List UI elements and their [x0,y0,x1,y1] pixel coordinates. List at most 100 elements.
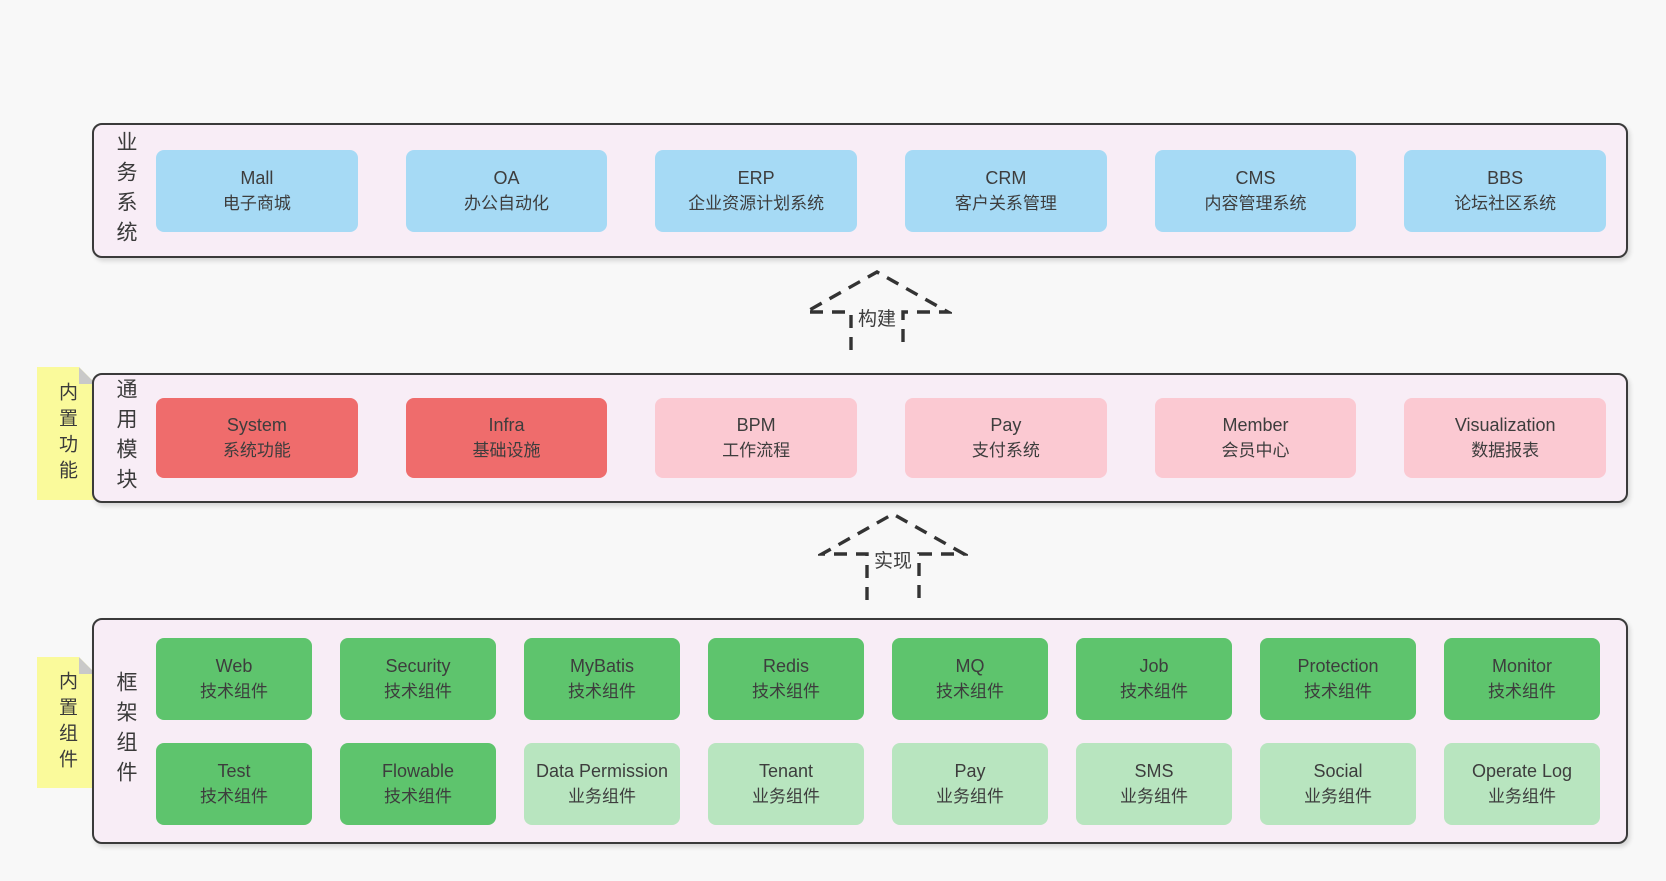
component-name: Mall [240,167,274,188]
component-box: MQ 技术组件 [892,637,1048,720]
component-box: Protection 技术组件 [1260,637,1416,720]
component-name: Data Permission [535,760,669,781]
component-desc: 业务组件 [936,786,1004,806]
component-box: OA 办公自动化 [405,149,608,232]
framework-components-row-2: Test 技术组件 Flowable 技术组件 Data Permission … [156,742,1600,825]
component-box: Job 技术组件 [1076,637,1232,720]
component-name: Member [1222,415,1289,435]
component-desc: 办公自动化 [464,193,549,213]
component-name: OA [493,167,520,188]
component-desc: 系统功能 [222,441,291,460]
up-arrow-icon [802,270,952,350]
component-desc: 会员中心 [1221,441,1290,460]
component-box: System 系统功能 [156,398,358,478]
arrow-label-implement: 实现 [870,546,916,573]
sticky-note-label: 内置功能 [56,381,77,486]
component-desc: 技术组件 [384,681,452,701]
component-desc: 技术组件 [1304,681,1372,701]
component-desc: 技术组件 [200,786,268,806]
component-name: Flowable [381,760,455,781]
component-desc: 企业资源计划系统 [688,193,825,213]
component-box: Pay 支付系统 [905,398,1107,478]
component-name: Web [215,655,253,676]
component-box: BBS 论坛社区系统 [1404,149,1607,232]
component-box: BPM 工作流程 [655,398,858,478]
component-name: Test [217,760,251,781]
component-desc: 业务组件 [1304,786,1372,806]
component-name: Infra [488,415,525,435]
component-name: Job [1139,655,1169,676]
component-desc: 电子商城 [222,193,291,213]
component-box: CMS 内容管理系统 [1154,149,1357,232]
component-name: Visualization [1454,415,1556,435]
component-box: Pay 业务组件 [892,742,1048,825]
component-desc: 业务组件 [1488,786,1556,806]
component-name: Operate Log [1471,760,1573,781]
component-box: SMS 业务组件 [1076,742,1232,825]
component-name: BPM [736,415,776,435]
component-desc: 客户关系管理 [954,193,1057,213]
component-desc: 业务组件 [752,786,820,806]
component-box: Redis 技术组件 [708,637,864,720]
component-name: Redis [762,655,810,676]
component-box: Mall 电子商城 [156,149,358,232]
component-box: Security 技术组件 [340,637,496,720]
component-desc: 论坛社区系统 [1454,193,1557,213]
component-desc: 工作流程 [722,441,791,460]
component-name: Security [385,655,451,676]
section-title-common-modules: 通用模块 [114,378,137,498]
component-name: System [226,415,287,435]
component-box: MyBatis 技术组件 [524,637,680,720]
component-name: MyBatis [569,655,634,676]
section-title-business-systems: 业务系统 [114,130,137,251]
section-framework-components: 框架组件 Web 技术组件 Security 技术组件 MyBatis 技术组件… [92,618,1628,844]
component-desc: 技术组件 [384,786,452,806]
component-desc: 业务组件 [568,786,636,806]
component-name: CRM [985,167,1027,188]
component-name: Pay [990,415,1022,435]
component-box: Web 技术组件 [156,637,312,720]
dashed-up-arrow-build: 构建 [802,268,952,352]
section-business-systems: 业务系统 Mall 电子商城 OA 办公自动化 ERP 企业资源计划系统 CRM… [92,123,1628,258]
component-box: Monitor 技术组件 [1444,637,1600,720]
framework-components-row-1: Web 技术组件 Security 技术组件 MyBatis 技术组件 Redi… [156,637,1600,720]
component-name: BBS [1487,167,1524,188]
component-box: Social 业务组件 [1260,742,1416,825]
component-desc: 技术组件 [1120,681,1188,701]
component-name: ERP [737,167,775,188]
section-title-framework-components: 框架组件 [114,671,137,791]
sticky-note-label: 内置组件 [56,670,77,775]
component-box: Data Permission 业务组件 [524,742,680,825]
component-desc: 技术组件 [752,681,820,701]
arrow-label-build: 构建 [854,304,900,331]
component-name: MQ [955,655,985,676]
sticky-note-built-in-features: 内置功能 [37,367,96,500]
component-desc: 技术组件 [1488,681,1556,701]
component-desc: 技术组件 [568,681,636,701]
component-box: Visualization 数据报表 [1404,398,1607,478]
sticky-note-built-in-components: 内置组件 [37,657,96,788]
component-name: Monitor [1491,655,1553,676]
component-name: Protection [1297,655,1379,676]
component-box: CRM 客户关系管理 [905,149,1107,232]
dashed-up-arrow-implement: 实现 [818,510,968,602]
component-box: Infra 基础设施 [405,398,608,478]
common-modules-row: System 系统功能 Infra 基础设施 BPM 工作流程 Pay 支付系统… [156,398,1607,478]
component-box: Flowable 技术组件 [340,742,496,825]
component-desc: 技术组件 [936,681,1004,701]
component-box: Member 会员中心 [1154,398,1357,478]
up-arrow-icon [818,512,968,600]
component-name: Social [1313,760,1363,781]
component-desc: 数据报表 [1471,441,1540,460]
component-name: SMS [1134,760,1174,781]
component-desc: 内容管理系统 [1204,193,1307,213]
component-box: Tenant 业务组件 [708,742,864,825]
component-desc: 技术组件 [200,681,268,701]
business-systems-row: Mall 电子商城 OA 办公自动化 ERP 企业资源计划系统 CRM 客户关系… [156,149,1607,232]
section-common-modules: 通用模块 System 系统功能 Infra 基础设施 BPM 工作流程 Pay… [92,373,1628,503]
component-box: Operate Log 业务组件 [1444,742,1600,825]
component-desc: 业务组件 [1120,786,1188,806]
component-desc: 支付系统 [971,441,1040,460]
component-box: Test 技术组件 [156,742,312,825]
